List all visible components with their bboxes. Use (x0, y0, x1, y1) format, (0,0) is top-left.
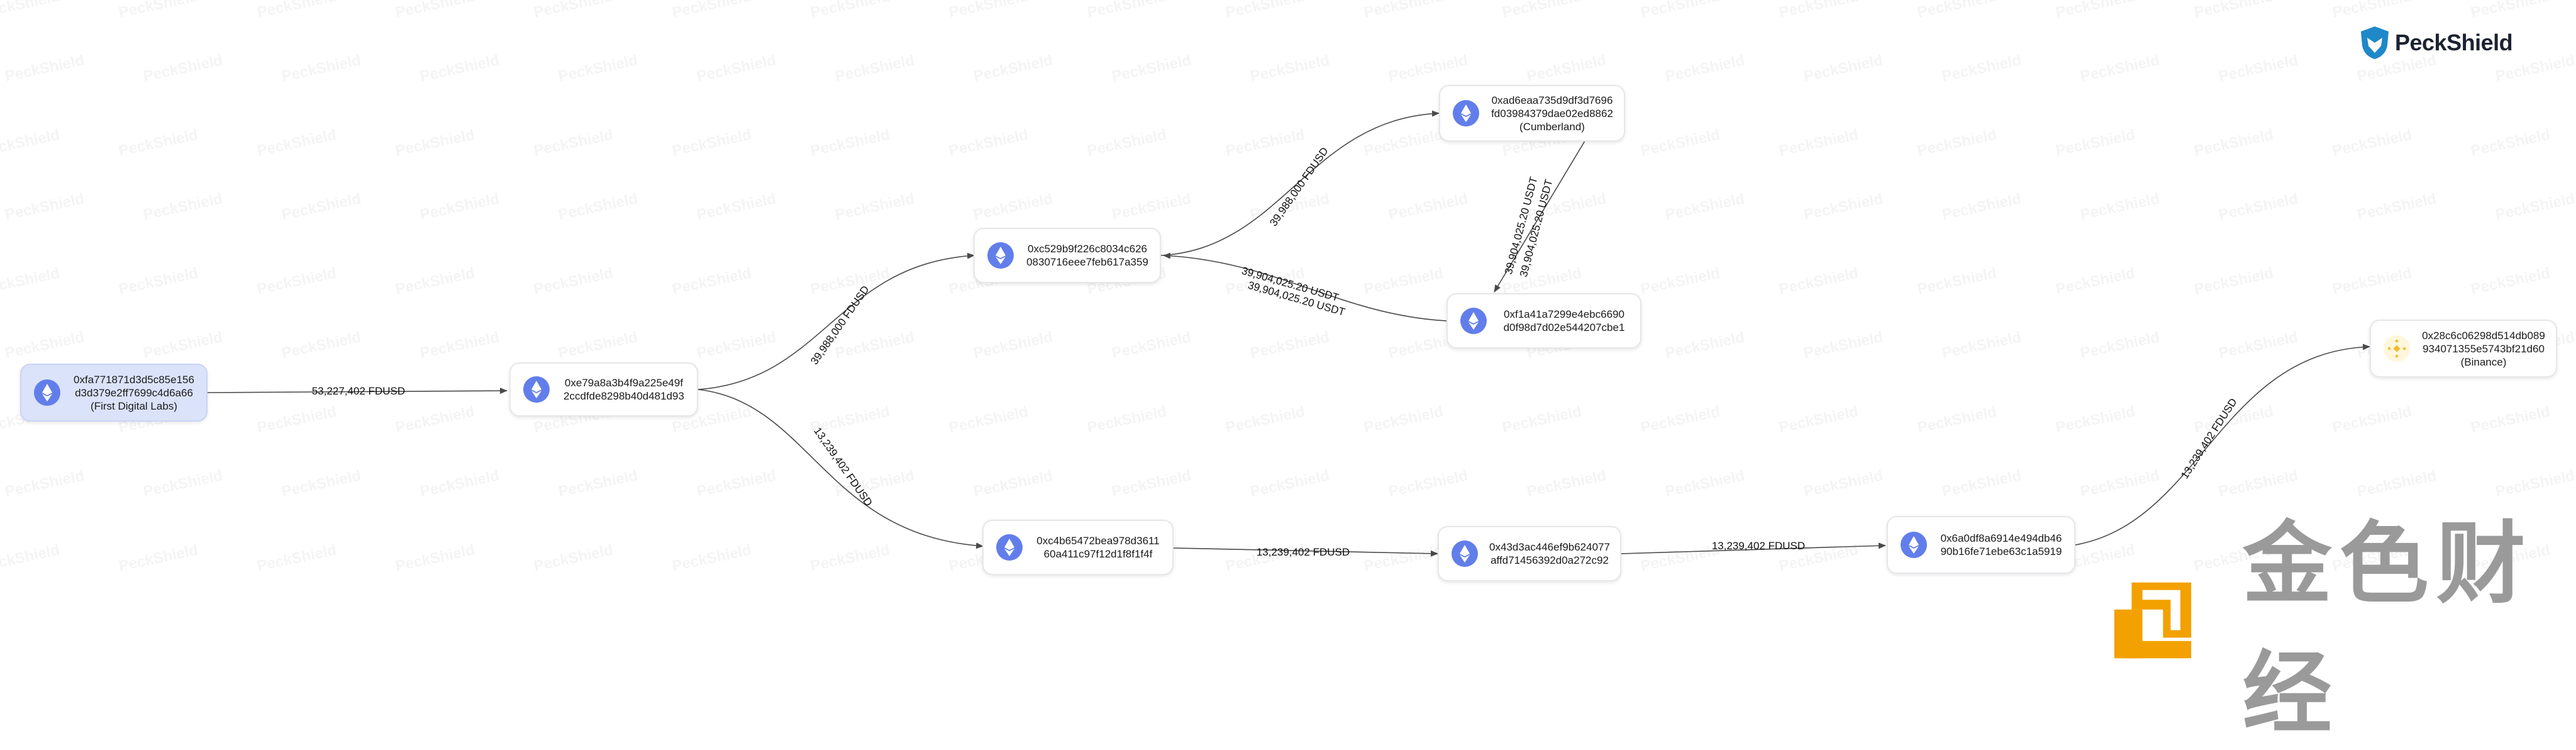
edge-label: 13,239,402 FDUSD (2179, 396, 2240, 481)
node-line: 60a411c97f12d1f8f1f4f (1043, 548, 1153, 560)
shield-icon (2361, 26, 2389, 59)
edge-n6-n7 (1621, 542, 1886, 554)
jinse-logo-icon (2114, 582, 2192, 659)
edge-label: 13,239,402 FDUSD (1257, 546, 1350, 558)
node-line: 0xc4b65472bea978d3611 (1036, 535, 1160, 547)
ethereum-icon (996, 534, 1023, 561)
ethereum-icon (1460, 308, 1487, 334)
node-line: 2ccdfde8298b40d481d93 (564, 390, 684, 402)
edge-label: 13,239,402 FDUSD (1712, 540, 1805, 552)
node-line: affd71456392d0a272c92 (1491, 554, 1609, 566)
node-line: 0xad6eaa735d9df3d7696 (1491, 94, 1613, 106)
jinse-caijing-logo: 金色财经 (2110, 491, 2576, 750)
node-line: d0f98d7d02e544207cbe1 (1503, 322, 1625, 333)
edge-n0-n1 (207, 388, 508, 395)
node-line: d3d379e2ff7699c4d6a66 (75, 386, 193, 399)
edge-n7-n8 (2075, 344, 2370, 546)
node-line: 0x6a0df8a6914e494db46 (1940, 532, 2062, 544)
edge-n5-n6 (1173, 547, 1438, 557)
edge-n2-n3 (1160, 110, 1440, 256)
node-line: 0830716eee7feb617a359 (1026, 256, 1148, 268)
node-line: 0xf1a41a7299e4ebc6690 (1504, 308, 1624, 320)
transfer-edges: 53,227,402 FDUSD 39,988,000 FDUSD 13,239… (207, 110, 2370, 558)
edge-label: 39,988,000 FDUSD (808, 284, 872, 367)
edge-n4-n2 (1163, 252, 1447, 322)
edge-n1-n2 (697, 252, 975, 390)
node-line: 0xc529b9f226c8034c626 (1028, 243, 1147, 255)
edge-label: 53,227,402 FDUSD (312, 385, 405, 397)
address-node[interactable]: 0xf1a41a7299e4ebc6690 d0f98d7d02e544207cb… (1446, 293, 1641, 349)
ethereum-icon (987, 242, 1014, 269)
jinse-logo-text: 金色财经 (2242, 512, 2533, 746)
ethereum-icon (1453, 100, 1479, 126)
ethereum-icon (523, 376, 550, 403)
node-line: 90b16fe71ebe63c1a5919 (1940, 546, 2062, 557)
ethereum-icon (1452, 540, 1478, 567)
node-line: 0xe79a8a3b4f9a225e49f (564, 377, 684, 389)
node-line: 934071355e5743bf21d60 (2423, 342, 2545, 355)
peckshield-logo: PeckShield (2358, 25, 2513, 60)
node-line: (First Digital Labs) (91, 400, 177, 412)
brand-name: PeckShield (2395, 30, 2513, 55)
node-line: fd03984379dae02ed8862 (1491, 107, 1613, 120)
address-node[interactable]: 0x6a0df8a6914e494db46 90b16fe71ebe63c1a59… (1887, 516, 2075, 574)
node-line: 0xfa771871d3d5c85e156 (74, 373, 194, 386)
edge-n3-n4 (1494, 140, 1585, 293)
node-line: (Binance) (2460, 355, 2507, 368)
node-line: (Cumberland) (1519, 120, 1585, 133)
ethereum-icon (1901, 532, 1927, 558)
node-line: 0x43d3ac446ef9b624077 (1489, 541, 1610, 553)
edge-n1-n5 (697, 389, 984, 549)
edge-label: 39,988,000 FDUSD (1267, 145, 1331, 228)
node-line: 0x28c6c06298d514db089 (2422, 329, 2545, 342)
binance-icon (2384, 335, 2410, 362)
ethereum-icon (34, 379, 60, 406)
